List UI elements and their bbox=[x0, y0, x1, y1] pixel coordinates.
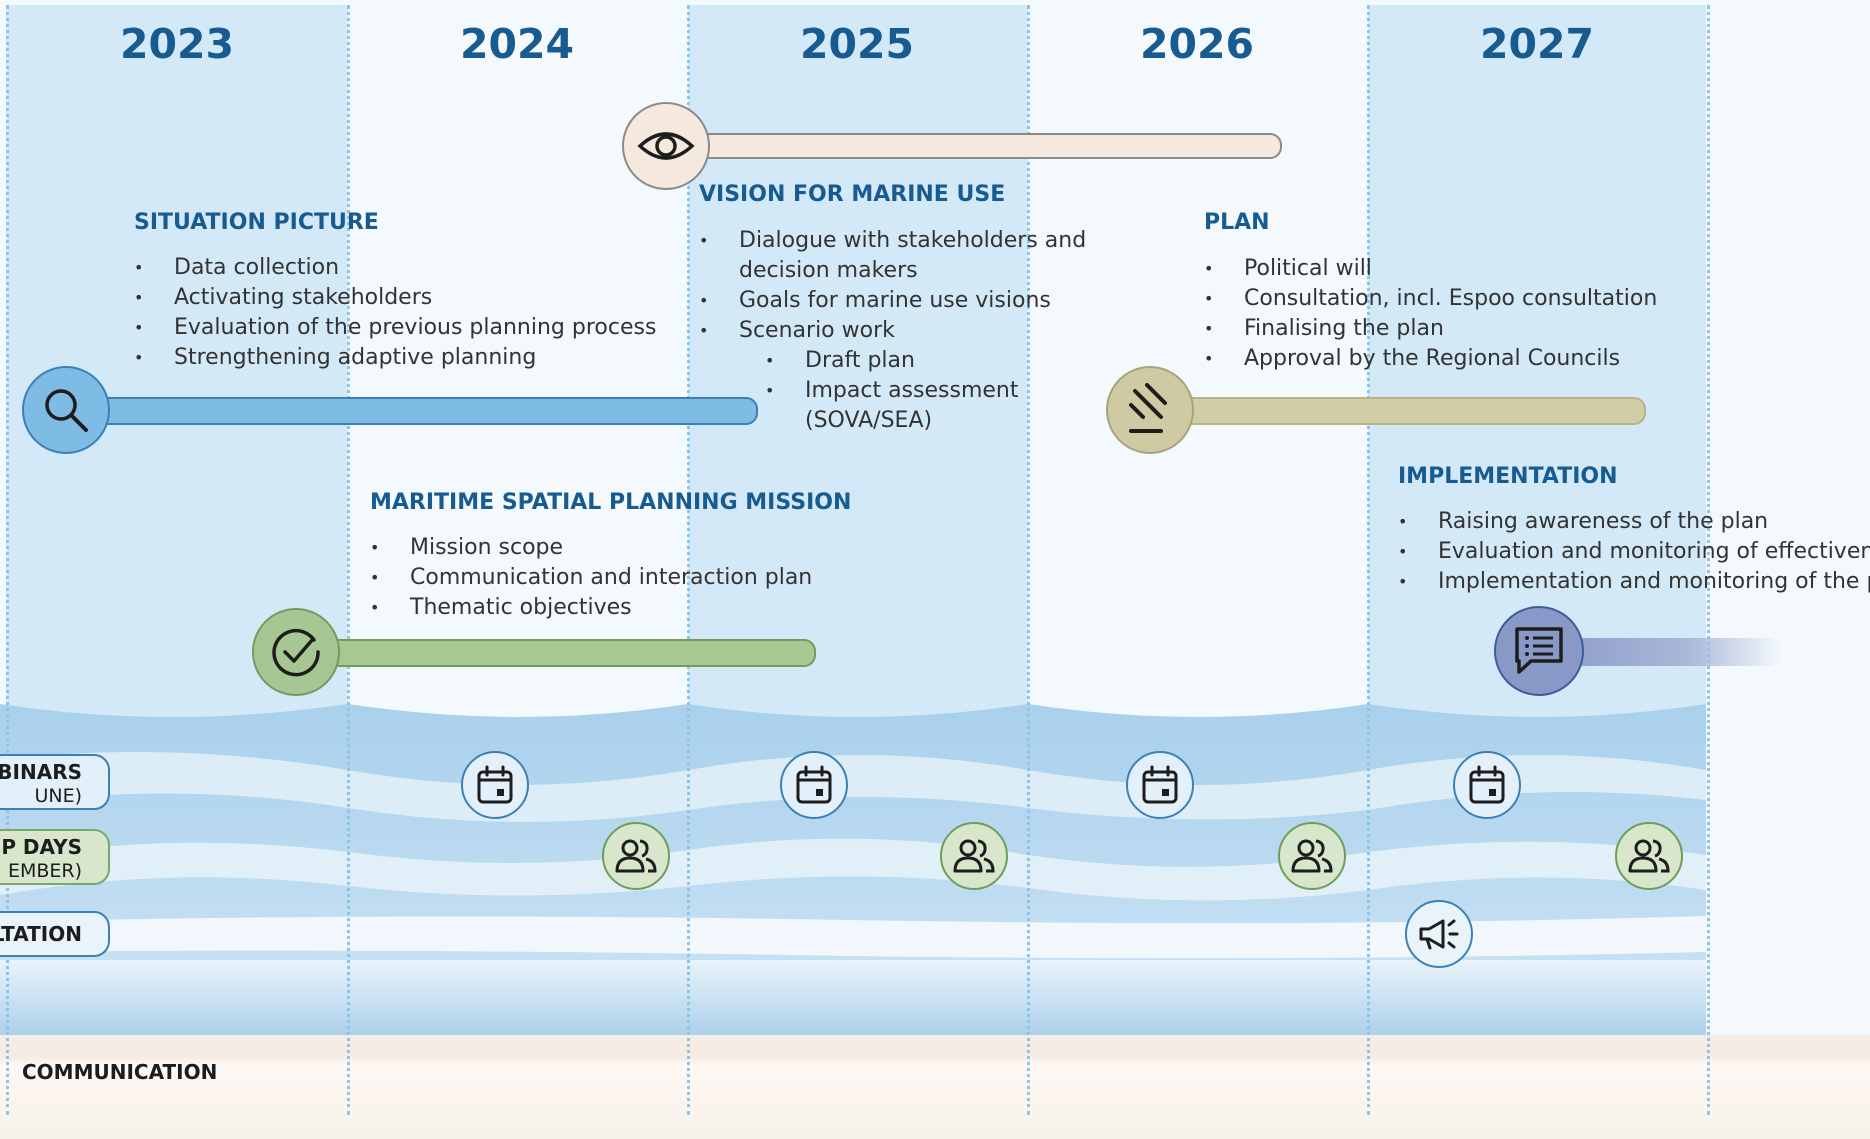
plan-icon-circle bbox=[1106, 366, 1194, 454]
implementation-title: IMPLEMENTATION bbox=[1398, 464, 1618, 489]
webinar-event bbox=[1453, 751, 1521, 819]
implementation-icon-circle bbox=[1494, 606, 1584, 696]
situation-bar bbox=[90, 397, 758, 425]
chat-list-icon bbox=[1515, 627, 1563, 674]
mission-item: Mission scope bbox=[370, 533, 812, 563]
webinar-event bbox=[1126, 751, 1194, 819]
plan-title: PLAN bbox=[1204, 210, 1270, 235]
vision-sub-1: Draft plan bbox=[699, 346, 1086, 376]
people-icon bbox=[615, 839, 657, 873]
plan-bar bbox=[1180, 397, 1646, 425]
mission-item: Thematic objectives bbox=[370, 593, 812, 623]
vision-icon-circle bbox=[622, 102, 710, 190]
vision-item-1b: decision makers bbox=[739, 258, 918, 283]
lane-consultation-line1: LTATION bbox=[0, 922, 82, 946]
lanes-wave-background bbox=[0, 704, 1706, 1040]
communication-label: COMMUNICATION bbox=[22, 1060, 218, 1084]
megaphone-icon bbox=[1419, 919, 1459, 950]
vision-item-3: Scenario work bbox=[699, 316, 1086, 346]
plan-list: Political will Consultation, incl. Espoo… bbox=[1204, 254, 1657, 374]
lane-webinars-line2: UNE) bbox=[34, 785, 82, 807]
lane-days-line1: P DAYS bbox=[1, 835, 82, 859]
gavel-icon bbox=[1129, 383, 1167, 433]
calendar-icon bbox=[1142, 765, 1178, 804]
people-icon bbox=[1628, 839, 1670, 873]
consultation-event bbox=[1405, 900, 1473, 968]
mission-title: MARITIME SPATIAL PLANNING MISSION bbox=[370, 490, 852, 515]
situation-list: Data collection Activating stakeholders … bbox=[134, 253, 656, 373]
divider-4 bbox=[1367, 5, 1370, 1115]
vision-item-1a: Dialogue with stakeholders and bbox=[699, 226, 1086, 256]
plan-item: Approval by the Regional Councils bbox=[1204, 344, 1657, 374]
year-2025: 2025 bbox=[799, 20, 915, 68]
vision-bar bbox=[680, 133, 1282, 159]
stakeholder-day-event bbox=[1278, 822, 1346, 890]
divider-0 bbox=[6, 5, 9, 1115]
vision-list: Dialogue with stakeholders and decision … bbox=[699, 226, 1086, 436]
stakeholder-day-event bbox=[1615, 822, 1683, 890]
situation-item: Strengthening adaptive planning bbox=[134, 343, 656, 373]
situation-icon-circle bbox=[22, 366, 110, 454]
webinar-event bbox=[461, 751, 529, 819]
situation-title: SITUATION PICTURE bbox=[134, 210, 379, 235]
eye-icon bbox=[637, 132, 695, 160]
year-2027: 2027 bbox=[1479, 20, 1595, 68]
year-2024: 2024 bbox=[459, 20, 575, 68]
lane-label-days: P DAYS EMBER) bbox=[0, 829, 110, 885]
people-icon bbox=[1291, 839, 1333, 873]
year-2026: 2026 bbox=[1139, 20, 1255, 68]
plan-item: Finalising the plan bbox=[1204, 314, 1657, 344]
implementation-item: Evaluation and monitoring of effectivene bbox=[1398, 537, 1870, 567]
situation-item: Activating stakeholders bbox=[134, 283, 656, 313]
lane-days-line2: EMBER) bbox=[7, 860, 82, 882]
plan-item: Political will bbox=[1204, 254, 1657, 284]
plan-item: Consultation, incl. Espoo consultation bbox=[1204, 284, 1657, 314]
situation-item: Data collection bbox=[134, 253, 656, 283]
mission-item: Communication and interaction plan bbox=[370, 563, 812, 593]
stakeholder-day-event bbox=[940, 822, 1008, 890]
lane-webinars-line1: EBINARS bbox=[0, 760, 82, 784]
search-icon bbox=[45, 389, 88, 432]
stakeholder-day-event bbox=[602, 822, 670, 890]
year-2023: 2023 bbox=[119, 20, 235, 68]
vision-title: VISION FOR MARINE USE bbox=[699, 182, 1006, 207]
situation-item: Evaluation of the previous planning proc… bbox=[134, 313, 656, 343]
implementation-item: Raising awareness of the plan bbox=[1398, 507, 1870, 537]
calendar-icon bbox=[477, 765, 513, 804]
vision-sub-2a: Impact assessment bbox=[699, 376, 1086, 406]
vision-sub-2b: (SOVA/SEA) bbox=[805, 408, 933, 433]
implementation-item: Implementation and monitoring of the pl bbox=[1398, 567, 1870, 597]
mission-list: Mission scope Communication and interact… bbox=[370, 533, 812, 623]
people-icon bbox=[953, 839, 995, 873]
calendar-icon bbox=[796, 765, 832, 804]
check-circle-icon bbox=[272, 628, 320, 677]
lane-label-webinars: EBINARS UNE) bbox=[0, 754, 110, 810]
divider-1 bbox=[347, 5, 350, 1115]
calendar-icon bbox=[1469, 765, 1505, 804]
vision-item-2: Goals for marine use visions bbox=[699, 286, 1086, 316]
webinar-event bbox=[780, 751, 848, 819]
divider-3 bbox=[1027, 5, 1030, 1115]
communication-band bbox=[0, 1035, 1870, 1139]
mission-bar bbox=[320, 639, 816, 667]
lane-label-consultation: LTATION bbox=[0, 911, 110, 957]
implementation-bar bbox=[1560, 638, 1782, 666]
implementation-list: Raising awareness of the plan Evaluation… bbox=[1398, 507, 1870, 597]
mission-icon-circle bbox=[252, 608, 340, 696]
